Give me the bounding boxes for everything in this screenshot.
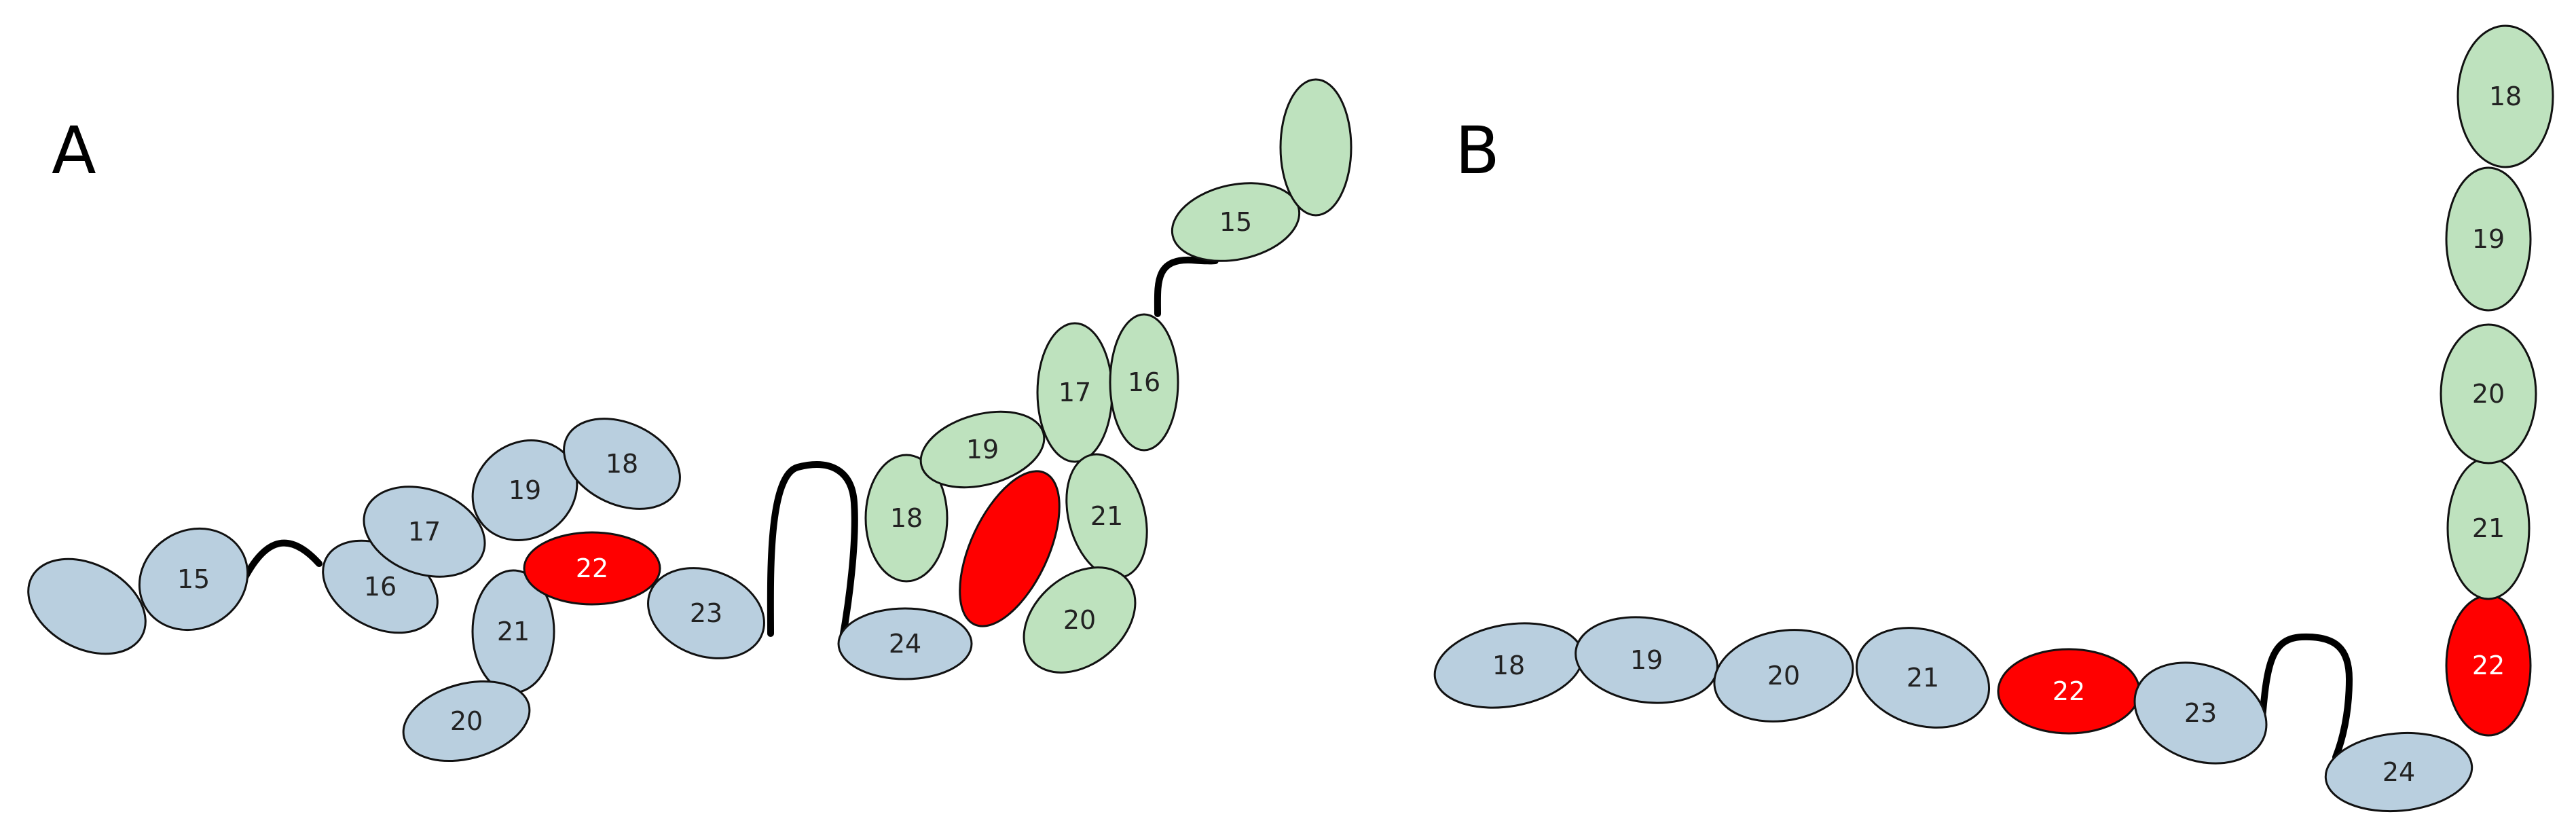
domain-ellipse: [1023, 566, 1137, 674]
domain-b-8: 21: [2446, 456, 2531, 600]
domain-ellipse: [2133, 661, 2268, 765]
domain-label: 21: [1090, 501, 1123, 531]
domain-ellipse: [523, 531, 661, 606]
domain-label: 24: [889, 629, 921, 659]
domain-b-10: 19: [2445, 166, 2532, 312]
panel-b-letter: B: [1455, 113, 1500, 189]
domain-ellipse: [1279, 78, 1353, 217]
domain-label: 22: [576, 553, 608, 583]
domain-ellipse: [138, 527, 249, 632]
domain-ellipse: [837, 607, 973, 680]
domain-label: 23: [690, 598, 722, 628]
domain-a-10: 24: [837, 607, 973, 680]
domain-b-0: 18: [1433, 622, 1584, 709]
domain-b-5: 23: [2133, 661, 2268, 765]
domain-b-6: 24: [2324, 731, 2473, 813]
domain-a-18: 20: [1023, 566, 1137, 674]
domain-a-0: [27, 558, 147, 655]
domain-label: 17: [1059, 378, 1091, 407]
domain-ellipse: [2457, 24, 2554, 168]
panel-a-letter: A: [52, 113, 96, 189]
domain-b-11: 18: [2457, 24, 2554, 168]
domain-a-7: 20: [402, 680, 531, 763]
domain-a-11: 18: [864, 454, 949, 583]
linker-a-23-24: [767, 461, 858, 645]
domain-label: 15: [177, 564, 210, 594]
domain-label: 18: [890, 503, 923, 533]
domain-label: 18: [1492, 651, 1525, 680]
domain-ellipse: [1713, 629, 1854, 723]
domain-ellipse: [27, 558, 147, 655]
domain-label: 19: [1630, 645, 1663, 675]
domain-a-19: [959, 470, 1061, 627]
panel-a: A 15 16 17 19 18 21 20 22 23 24 18 19 17 16 15 21 20: [27, 78, 1353, 763]
domain-a-14: 16: [1109, 313, 1179, 452]
domain-label: 20: [450, 706, 483, 736]
domain-label: 21: [1907, 663, 1939, 693]
domain-ellipse: [864, 454, 949, 583]
domain-ellipse: [363, 486, 486, 578]
domain-a-12: 19: [919, 410, 1046, 489]
domain-ellipse: [2324, 731, 2473, 813]
domain-a-6: 21: [471, 569, 555, 694]
domain-ellipse: [1855, 627, 1991, 729]
panel-b: B 18 19 20 21 22 23 24 22 21 20 19 18: [1433, 24, 2554, 813]
domain-ellipse: [2445, 166, 2532, 312]
domain-ellipse: [1171, 182, 1301, 262]
domain-label: 21: [497, 617, 530, 646]
domain-label: 15: [1219, 207, 1252, 237]
domain-label: 22: [2472, 651, 2505, 680]
domain-label: 21: [2472, 513, 2505, 543]
domain-label: 20: [2472, 379, 2505, 409]
domain-label: 16: [364, 572, 397, 602]
domain-ellipse: [563, 418, 681, 510]
domain-label: 17: [408, 517, 441, 547]
domain-label: 16: [1128, 367, 1160, 397]
domain-b-4: 22: [1997, 648, 2141, 735]
domain-label: 23: [2184, 698, 2217, 728]
domain-ellipse: [647, 567, 765, 659]
domain-label: 20: [1063, 605, 1096, 635]
domain-a-17: 21: [1065, 453, 1148, 579]
domain-a-5: 18: [563, 418, 681, 510]
domain-label: 19: [509, 475, 541, 505]
domain-b-3: 21: [1855, 627, 1991, 729]
domain-a-9: 23: [647, 567, 765, 659]
linker-b-23-24: [2258, 633, 2353, 761]
domain-b-7: 22: [2445, 594, 2532, 737]
domain-label: 18: [2489, 81, 2522, 111]
domain-label: 19: [2472, 224, 2505, 254]
domain-ellipse: [959, 470, 1061, 627]
domain-label: 19: [966, 435, 999, 464]
domain-b-9: 20: [2440, 323, 2537, 464]
domain-label: 22: [2053, 676, 2085, 706]
linker-a-green-16-15: [1154, 256, 1219, 317]
domain-a-1: 15: [138, 527, 249, 632]
domain-a-3: 17: [363, 486, 486, 578]
domain-a-15: 15: [1171, 182, 1301, 262]
domain-label: 20: [1767, 661, 1800, 691]
domain-b-2: 20: [1713, 629, 1854, 723]
domain-a-8: 22: [523, 531, 661, 606]
domain-label: 24: [2382, 757, 2415, 787]
domain-ellipse: [1109, 313, 1179, 452]
domain-a-16: [1279, 78, 1353, 217]
domain-label: 18: [606, 449, 638, 479]
domain-a-13: 17: [1036, 322, 1114, 463]
domain-ellipse: [2440, 323, 2537, 464]
domain-ellipse: [402, 680, 531, 763]
